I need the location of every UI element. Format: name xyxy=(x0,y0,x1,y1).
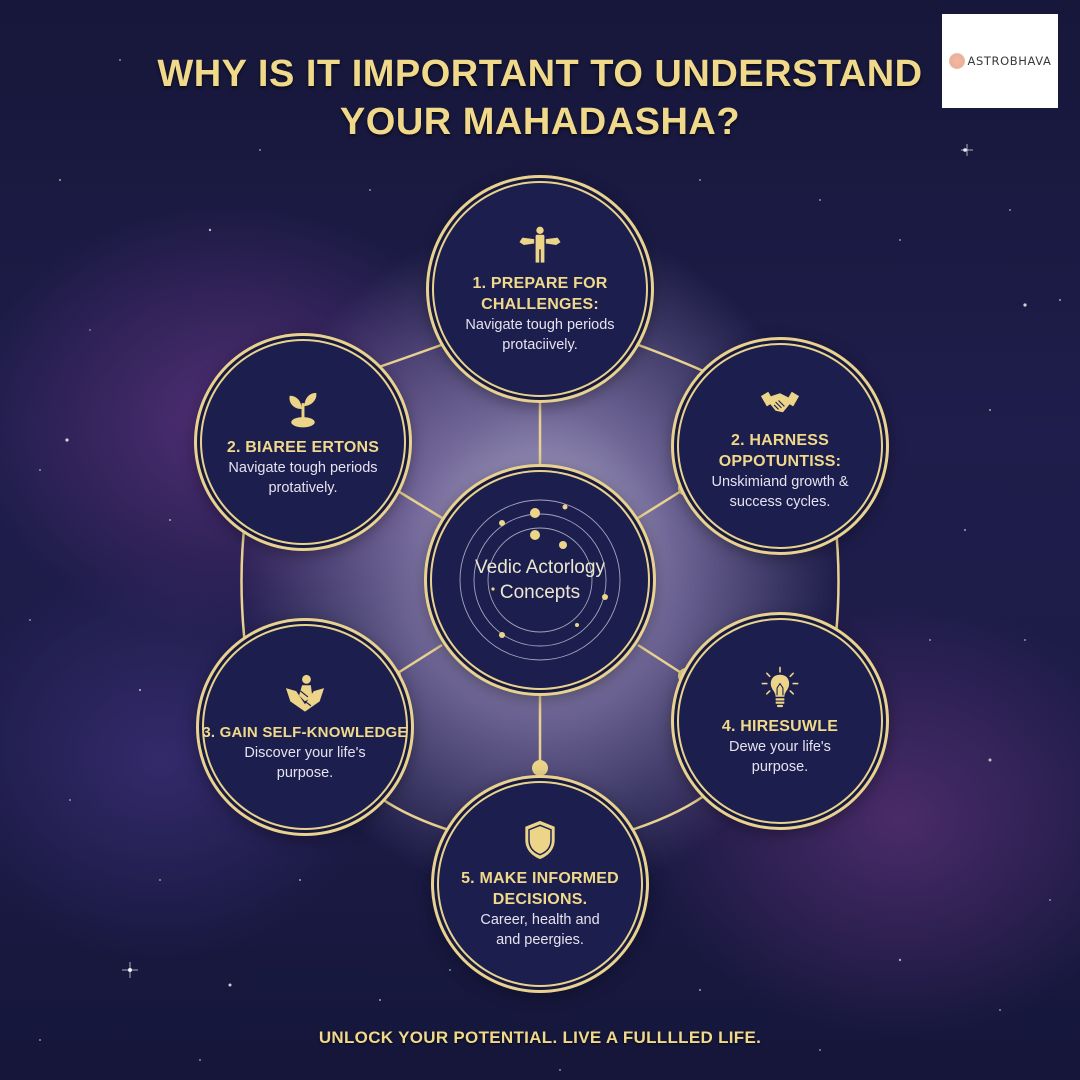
node-description: Navigate tough periods protaciively. xyxy=(465,317,615,353)
node-description: Navigate tough periods protatively. xyxy=(228,459,378,496)
node-description: Career, health and and peergies. xyxy=(480,912,600,948)
center-title-line-1: Vedic Actorlogy xyxy=(475,557,605,578)
sprout-icon xyxy=(289,392,317,427)
footer-tagline: UNLOCK YOUR POTENTIAL. LIVE A FULLLLED L… xyxy=(318,1028,762,1047)
lightbulb-icon xyxy=(761,666,799,707)
center-title: Vedic Actorlogy Concepts xyxy=(475,555,605,605)
node-heading: 5. MAKE INFORMED DECISIONS. xyxy=(461,870,619,908)
person-with-wings-icon xyxy=(519,226,561,263)
node-harness-opportunities: 2. HARNESS OPPOTUNTISS: Unskimiand growt… xyxy=(682,348,878,544)
node-biaree-ertons: 2. BIAREE ERTONS Navigate tough periods … xyxy=(205,344,401,540)
hands-holding-person-icon xyxy=(285,674,325,712)
title-line-2: YOUR MAHADASHA? xyxy=(339,101,741,143)
title-line-1: WHY IS IT IMPORTANT TO UNDERSTAND xyxy=(157,53,923,95)
node-heading: 2. BIAREE ERTONS xyxy=(226,438,380,456)
node-description: Unskimiand growth & success cycles. xyxy=(711,474,849,510)
node-gain-self-knowledge: 3. GAIN SELF-KNOWLEDGE Discover your lif… xyxy=(202,629,407,825)
node-description: Discover your life's purpose. xyxy=(244,744,366,781)
center-node-vedic-astrology: Vedic Actorlogy Concepts xyxy=(435,475,645,685)
node-hiresuwle: 4. HIRESUWLE Dewe your life's purpose. xyxy=(682,623,878,819)
page-title: WHY IS IT IMPORTANT TO UNDERSTAND YOUR M… xyxy=(0,50,1080,146)
orbit-planets-icon xyxy=(459,499,621,661)
node-description: Dewe your life's purpose. xyxy=(729,738,831,775)
node-heading: 2. HARNESS OPPOTUNTISS: xyxy=(718,432,842,470)
logo-brand-text: ASTROBHAVA xyxy=(967,54,1052,68)
logo-mark-icon xyxy=(948,53,965,69)
shield-icon xyxy=(525,820,555,860)
node-heading: 3. GAIN SELF-KNOWLEDGE xyxy=(202,723,408,741)
center-title-line-2: Concepts xyxy=(499,582,581,603)
astrobhava-logo[interactable]: ASTROBHAVA xyxy=(942,14,1058,108)
node-heading: 4. HIRESUWLE xyxy=(721,717,839,735)
node-heading: 1. PREPARE FOR CHALLENGES: xyxy=(472,275,608,313)
handshake-icon xyxy=(760,391,800,413)
node-make-informed-decisions: 5. MAKE INFORMED DECISIONS. Career, heal… xyxy=(442,786,638,982)
node-prepare-for-challenges: 1. PREPARE FOR CHALLENGES: Navigate toug… xyxy=(437,186,643,392)
